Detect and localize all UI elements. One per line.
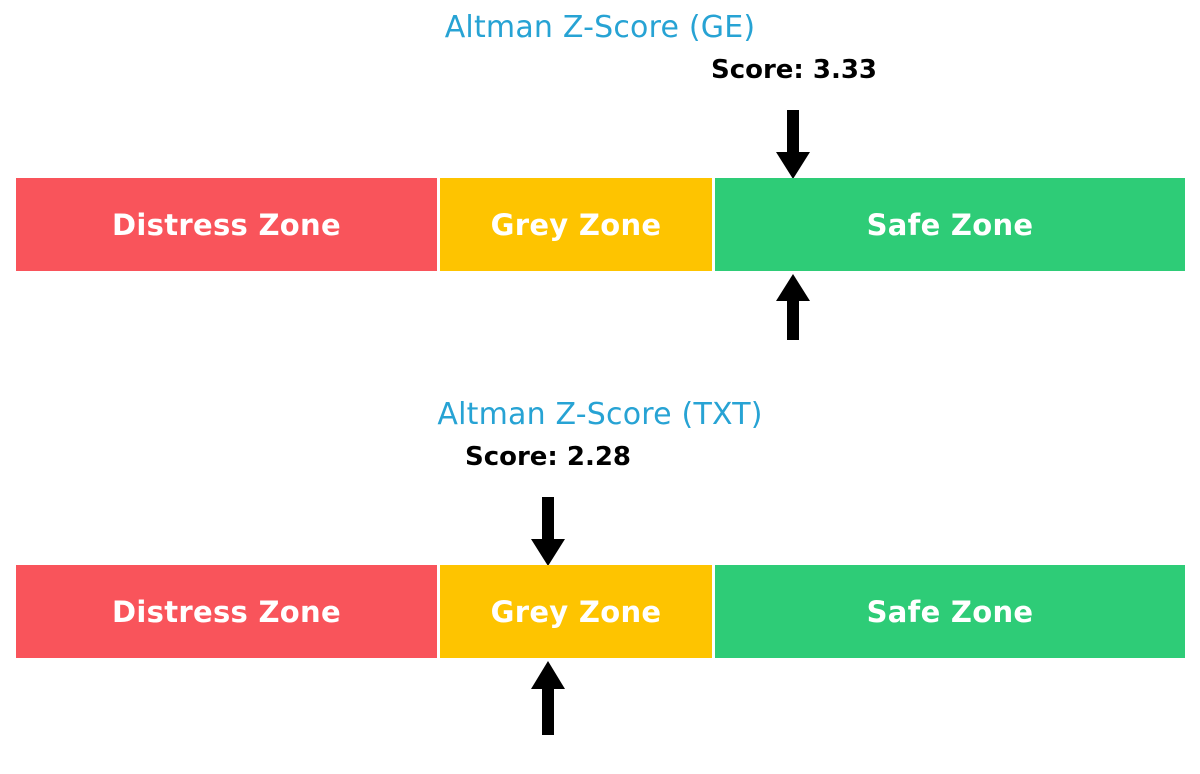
arrow-up-icon: [530, 661, 566, 736]
score-label-ge: Score: 3.33: [710, 55, 878, 85]
zone-grey-txt: Grey Zone: [440, 565, 712, 658]
zone-label-safe: Safe Zone: [866, 594, 1034, 629]
zone-bar-txt: Distress Zone Grey Zone Safe Zone: [16, 565, 1185, 658]
zone-label-grey: Grey Zone: [490, 594, 662, 629]
score-label-txt: Score: 2.28: [464, 442, 632, 472]
zone-safe-ge: Safe Zone: [715, 178, 1185, 271]
zone-label-distress: Distress Zone: [112, 207, 341, 242]
zone-label-safe: Safe Zone: [866, 207, 1034, 242]
arrow-up-icon: [775, 274, 811, 341]
zone-distress-ge: Distress Zone: [16, 178, 437, 271]
arrow-down-icon: [530, 497, 566, 567]
chart-title-ge: Altman Z-Score (GE): [444, 10, 756, 45]
chart-panel-ge: Altman Z-Score (GE) Score: 3.33 Distress…: [16, 10, 1185, 341]
zone-safe-txt: Safe Zone: [715, 565, 1185, 658]
zone-distress-txt: Distress Zone: [16, 565, 437, 658]
zone-label-grey: Grey Zone: [490, 207, 662, 242]
arrow-down-icon: [775, 110, 811, 180]
zone-bar-ge: Distress Zone Grey Zone Safe Zone: [16, 178, 1185, 271]
zone-label-distress: Distress Zone: [112, 594, 341, 629]
chart-title-txt: Altman Z-Score (TXT): [437, 397, 763, 432]
chart-panel-txt: Altman Z-Score (TXT) Score: 2.28 Distres…: [0, 387, 1200, 774]
zone-grey-ge: Grey Zone: [440, 178, 712, 271]
